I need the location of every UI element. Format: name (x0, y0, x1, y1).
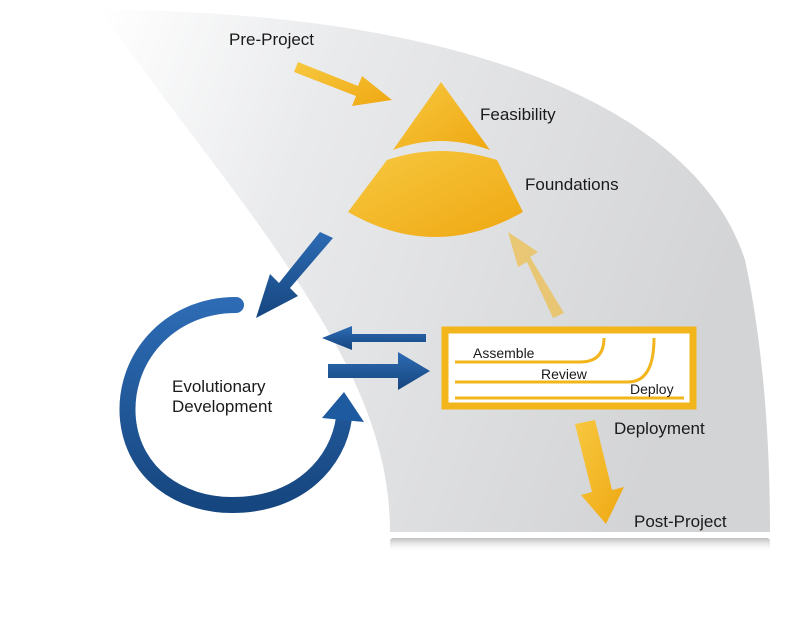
pre-project-arrow (294, 62, 392, 106)
review-label: Review (541, 366, 588, 382)
feasibility-segment (393, 82, 490, 150)
band-shadow (390, 538, 770, 552)
assemble-label: Assemble (473, 345, 535, 361)
evolutionary-label-line1: Evolutionary (172, 377, 266, 396)
timebox-panel (441, 326, 697, 410)
grey-band-background (100, 10, 770, 532)
feasibility-label: Feasibility (480, 105, 556, 124)
deployment-label: Deployment (614, 419, 705, 438)
timebox-to-evolutionary-arrow (322, 326, 426, 350)
return-to-foundations-arrow (508, 232, 564, 318)
evolutionary-label-line2: Development (172, 397, 272, 416)
post-project-label: Post-Project (634, 512, 727, 531)
deploy-label: Deploy (630, 381, 674, 397)
foundations-segment (348, 151, 523, 237)
deployment-arrow (575, 420, 624, 524)
evolutionary-loop-arrow (119, 297, 364, 514)
foundations-label: Foundations (525, 175, 619, 194)
evolutionary-to-timebox-arrow (328, 352, 430, 390)
pre-project-label: Pre-Project (229, 30, 314, 49)
foundations-to-evolutionary-arrow (256, 232, 333, 318)
